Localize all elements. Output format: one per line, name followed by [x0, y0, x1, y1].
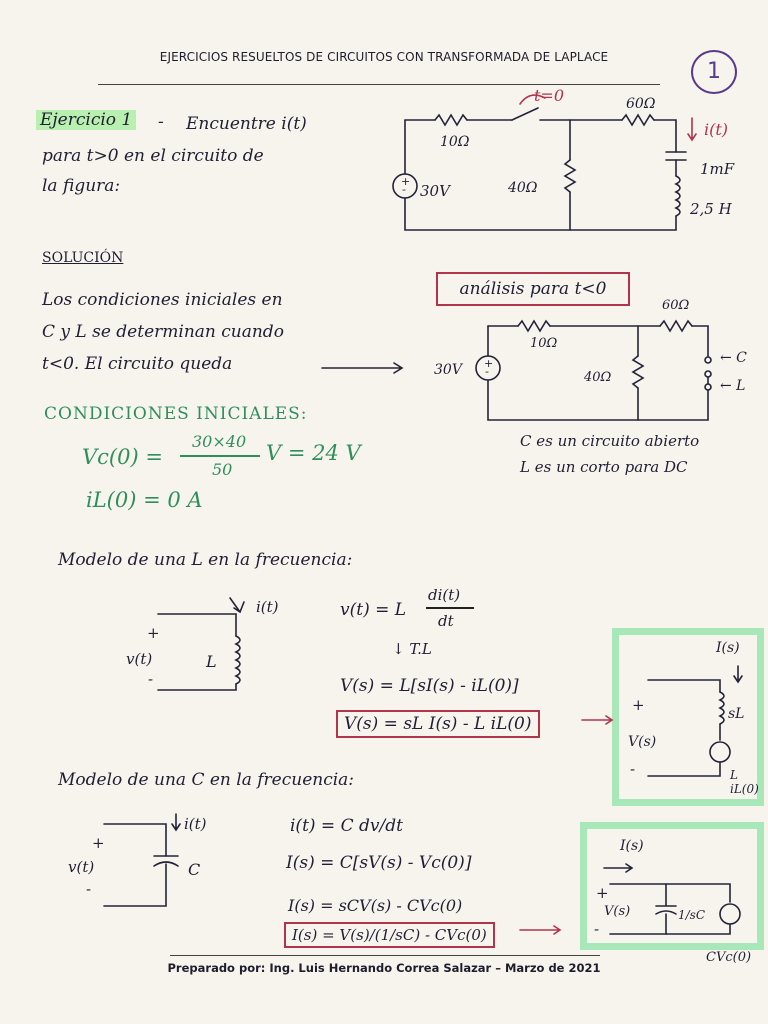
- cap-eq3: I(s) = sCV(s) - CVc(0): [288, 896, 463, 915]
- c1-switch-label: t=0: [534, 86, 565, 105]
- exercise-label: Ejercicio 1: [36, 110, 137, 130]
- page-number-badge: 1: [691, 50, 737, 94]
- ind-eq1-den: dt: [438, 612, 454, 630]
- inductor-model-box: [612, 628, 764, 806]
- cap-vt: v(t): [68, 858, 95, 876]
- circuit2-diagram: [475, 319, 712, 421]
- vc-num: 30×40: [192, 432, 247, 451]
- solution-title: SOLUCIÓN: [42, 250, 124, 266]
- ind-box-Vs: V(s): [628, 734, 657, 750]
- solution-line3: t<0. El circuito queda: [42, 354, 233, 374]
- svg-text:-: -: [485, 365, 489, 378]
- inductor-model-diagram: [157, 597, 245, 691]
- c2-r3: 40Ω: [584, 370, 612, 385]
- ind-it: i(t): [256, 598, 279, 616]
- c1-source: 30V: [420, 182, 450, 200]
- circuit1-inductor: [674, 175, 681, 217]
- capacitor-model-title: Modelo de una C en la frecuencia:: [58, 770, 355, 790]
- c1-r2: 60Ω: [626, 96, 656, 112]
- analysis-box: análisis para t<0: [436, 272, 630, 306]
- cap-eq1: i(t) = C dv/dt: [290, 816, 403, 836]
- cap-plus: +: [92, 834, 105, 852]
- c2-source: 30V: [434, 362, 462, 378]
- circuit2-r60-resistor: [659, 319, 693, 333]
- exercise-line3: la figura:: [42, 176, 121, 196]
- cap-minus: -: [86, 880, 92, 898]
- c2-r2: 60Ω: [662, 298, 690, 313]
- ind-eq1-bar: [426, 607, 474, 609]
- page-footer: Preparado por: Ing. Luis Hernando Correa…: [167, 961, 601, 975]
- cap-eq2: I(s) = C[sV(s) - Vc(0)]: [286, 853, 472, 873]
- ind-eq2: V(s) = L[sI(s) - iL(0)]: [340, 676, 519, 696]
- inductor-box-diagram: [647, 665, 743, 777]
- c1-current: i(t): [704, 120, 729, 139]
- circuit1-r60-resistor: [621, 113, 655, 127]
- solution-line1: Los condiciones iniciales en: [42, 290, 283, 310]
- ind-eq1-num: di(t): [428, 586, 461, 604]
- vc-fraction-bar: [180, 455, 260, 457]
- ind-L: L: [206, 652, 217, 671]
- ind-vt: v(t): [126, 650, 153, 668]
- exercise-line1: Encuentre i(t): [186, 114, 307, 134]
- c1-ind: 2,5 H: [690, 200, 732, 218]
- arrow-to-capacitor-box: [519, 925, 562, 935]
- ind-box-minus: -: [630, 760, 636, 778]
- ind-plus: +: [147, 624, 160, 642]
- svg-text:+: +: [401, 175, 410, 188]
- circuit1-switch: [511, 107, 539, 121]
- arrow-to-circuit2: [321, 362, 404, 374]
- svg-text:-: -: [402, 183, 406, 196]
- c1-r1: 10Ω: [440, 134, 470, 150]
- capacitor-box-diagram: [603, 863, 741, 935]
- cap-box-plus: +: [596, 884, 609, 902]
- page-number: 1: [707, 59, 721, 84]
- c2-l-label: ← L: [720, 378, 746, 394]
- footer-rule: [170, 955, 600, 956]
- page-header: EJERCICIOS RESUELTOS DE CIRCUITOS CON TR…: [159, 50, 609, 64]
- cap-box-sC: 1/sC: [678, 908, 706, 922]
- initial-title: CONDICIONES INICIALES:: [44, 404, 308, 424]
- c2-c-label: ← C: [720, 350, 747, 366]
- cap-box-src: CVc(0): [706, 950, 752, 965]
- vc-rhs: V = 24 V: [266, 441, 361, 465]
- cap-box-Is: I(s): [620, 838, 644, 854]
- capacitor-model-diagram: [103, 813, 181, 907]
- capacitor-model-box: [580, 822, 764, 950]
- il-initial: iL(0) = 0 A: [86, 488, 203, 512]
- c1-r3: 40Ω: [508, 180, 538, 196]
- ind-box-plus: +: [632, 696, 645, 714]
- inductor-model-title: Modelo de una L en la frecuencia:: [58, 550, 353, 570]
- cap-box-minus: -: [594, 920, 600, 938]
- c1-cap: 1mF: [700, 160, 735, 178]
- ind-eq3: V(s) = sL I(s) - L iL(0): [336, 710, 540, 738]
- solution-line2: C y L se determinan cuando: [42, 322, 284, 342]
- ind-box-sL: sL: [728, 706, 745, 722]
- circuit1-r10-resistor: [434, 113, 468, 127]
- circuit2-note2: L es un corto para DC: [520, 458, 688, 476]
- cap-eq4: I(s) = V(s)/(1/sC) - CVc(0): [284, 922, 495, 948]
- svg-text:+: +: [484, 357, 493, 370]
- circuit1-diagram: [392, 94, 697, 231]
- arrow-to-inductor-box: [581, 715, 614, 725]
- vc-lhs: Vc(0) =: [82, 445, 163, 469]
- circuit2-r10-resistor: [517, 319, 551, 333]
- circuit2-r40-resistor: [631, 355, 645, 389]
- circuit1-r40-resistor: [563, 159, 577, 193]
- cap-C: C: [188, 860, 201, 879]
- ind-box-Is: I(s): [716, 640, 740, 656]
- ind-minus: -: [148, 670, 154, 688]
- ind-eq1-lhs: v(t) = L: [340, 600, 407, 620]
- exercise-line2: para t>0 en el circuito de: [42, 146, 264, 166]
- cap-it: i(t): [184, 815, 207, 833]
- header-rule: [98, 84, 660, 85]
- ind-arrow: ↓ T.L: [392, 640, 432, 658]
- vc-den: 50: [212, 460, 233, 479]
- c2-r1: 10Ω: [530, 336, 558, 351]
- ind-box-src: L iL(0): [730, 768, 759, 796]
- circuit2-note1: C es un circuito abierto: [520, 432, 700, 450]
- cap-box-Vs: V(s): [604, 904, 631, 919]
- circuit1-capacitor: [665, 151, 687, 161]
- exercise-dash: -: [158, 112, 164, 132]
